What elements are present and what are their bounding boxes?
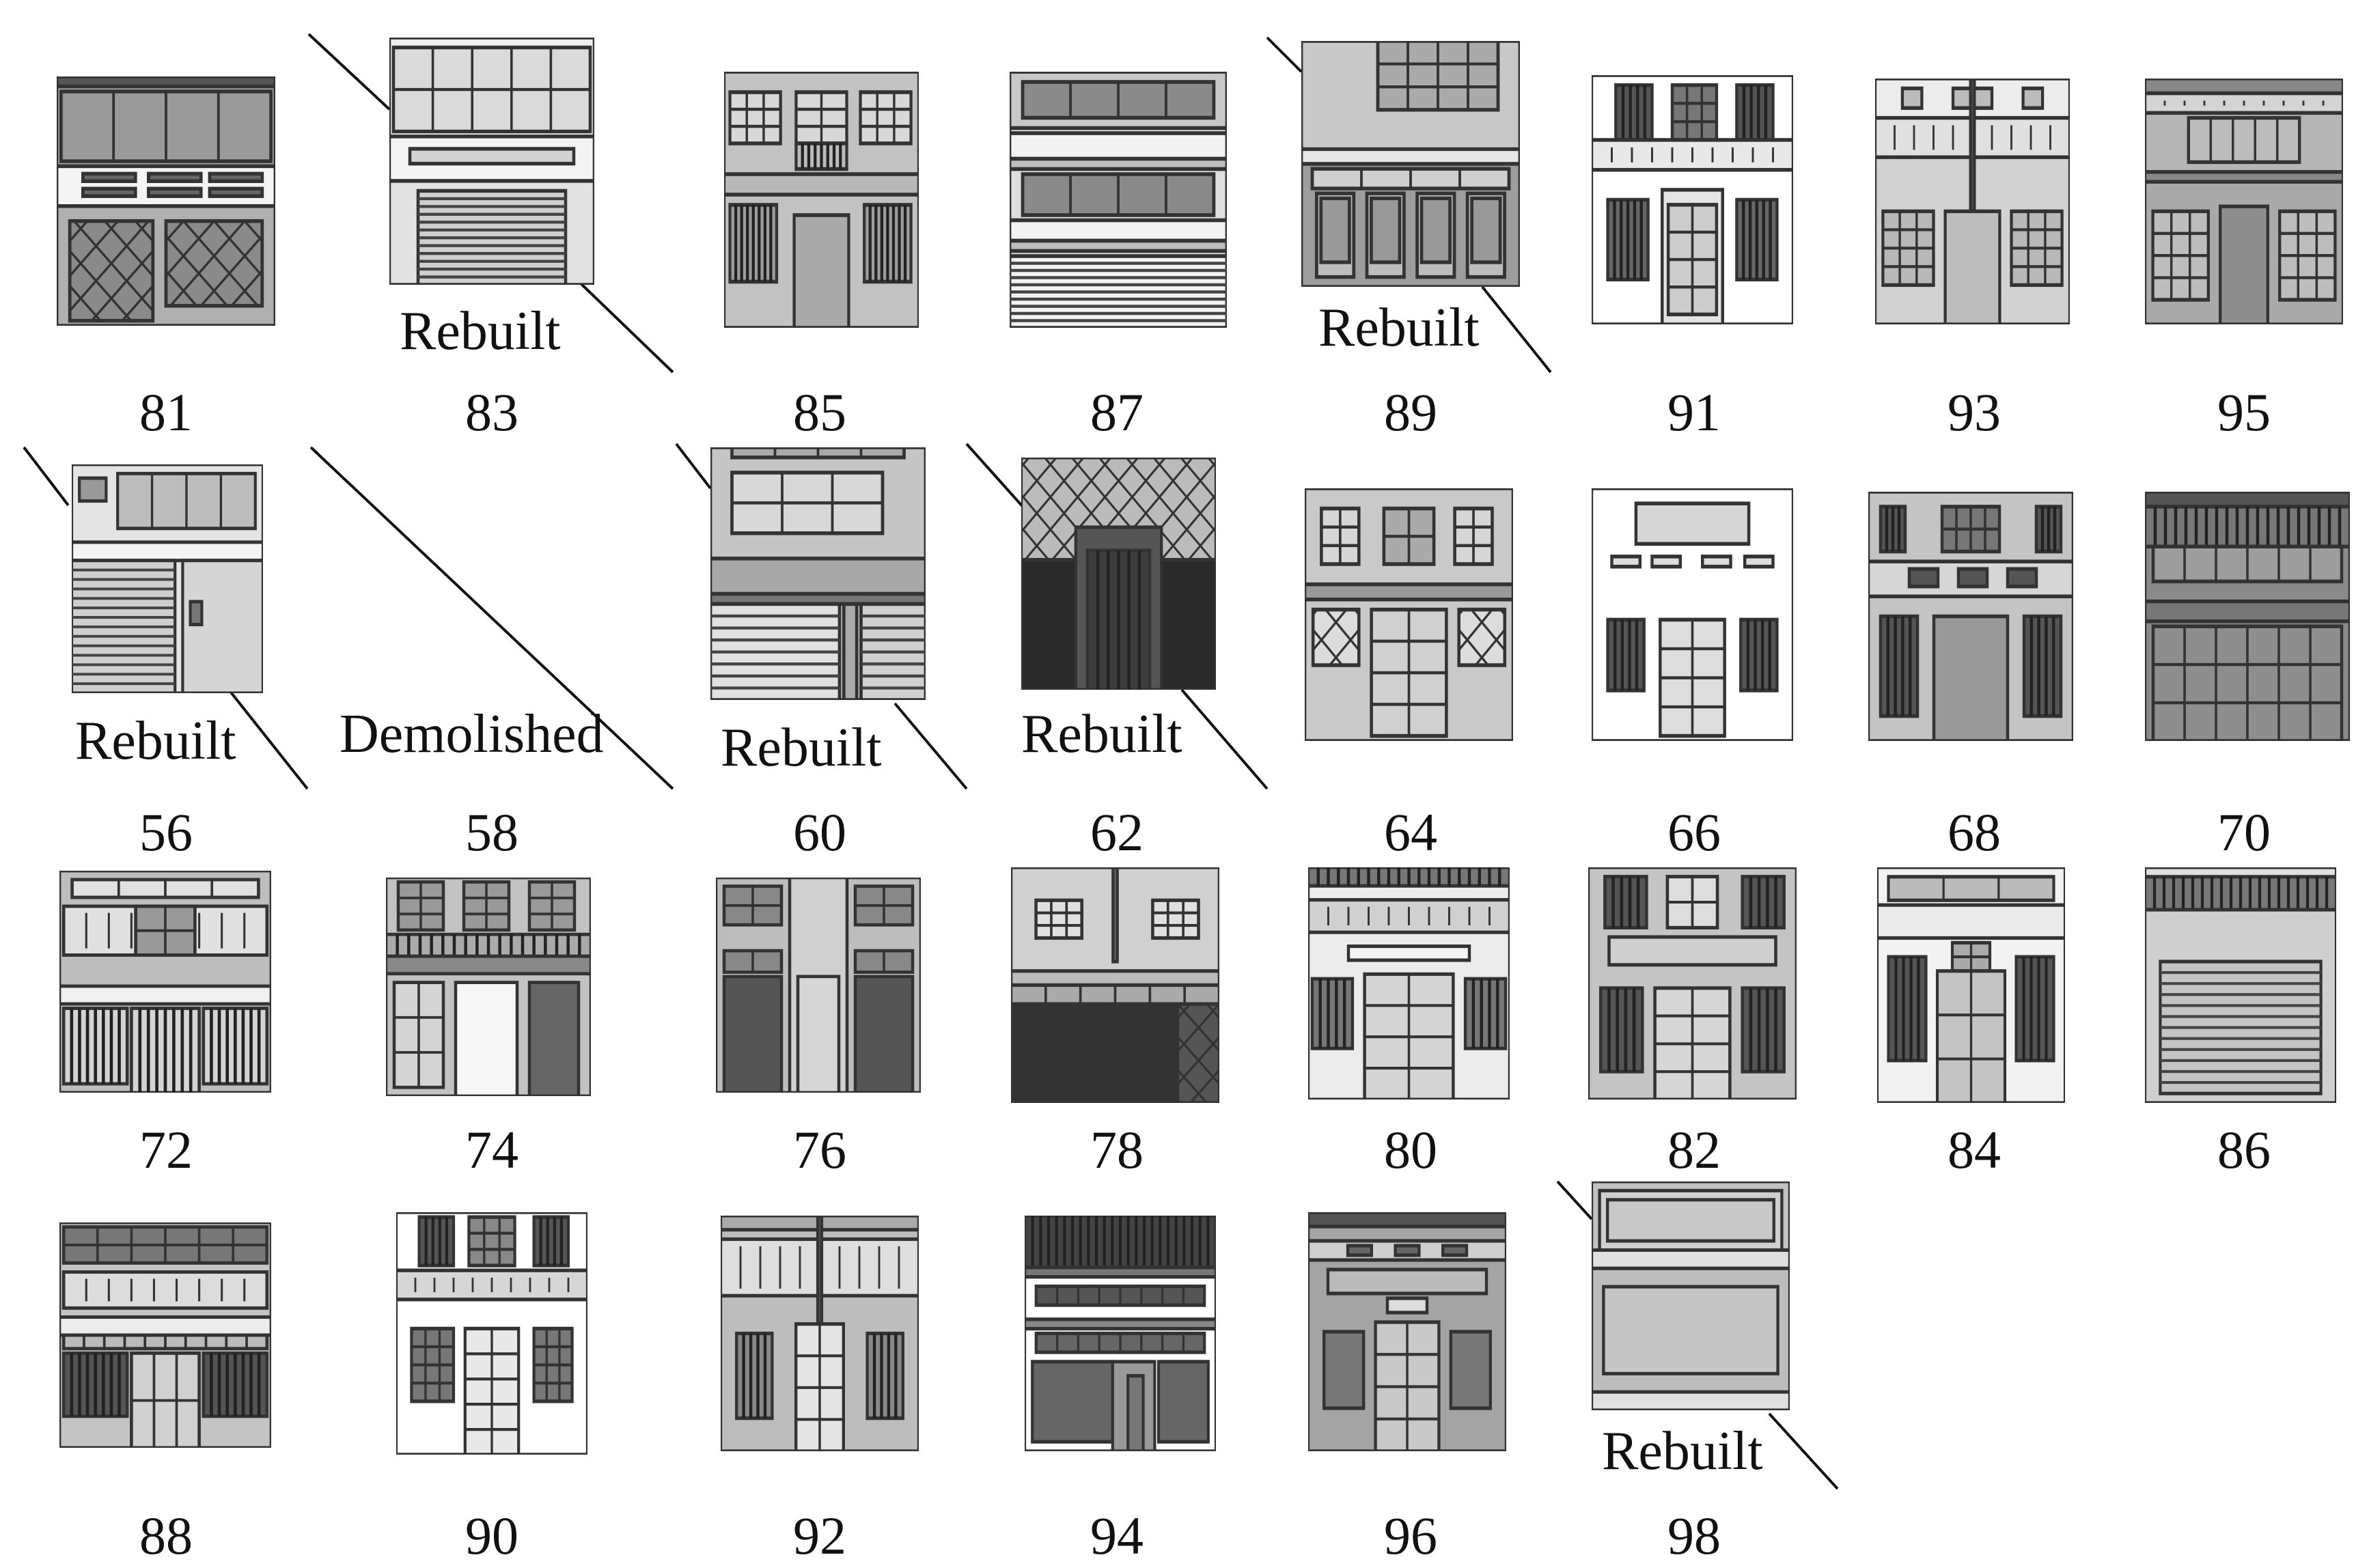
facade-drawing: [710, 447, 926, 700]
house-number-label: 66: [1667, 802, 1721, 862]
status-label: Rebuilt: [400, 301, 561, 361]
house-number-label: 94: [1090, 1506, 1144, 1565]
facade-drawing: [1875, 79, 2070, 324]
house-number-label: 60: [793, 802, 846, 862]
house-number-label: 68: [1948, 802, 2001, 862]
house-number-label: 56: [139, 802, 193, 862]
facade-drawing: [1010, 72, 1227, 328]
facade-drawing: [1021, 458, 1216, 690]
house-number-label: 96: [1384, 1506, 1437, 1565]
house-number-label: 93: [1948, 382, 2001, 442]
status-label: Demolished: [340, 704, 604, 764]
facade-drawing: [2145, 79, 2343, 324]
status-label: Rebuilt: [721, 718, 882, 778]
house-number-label: 91: [1667, 382, 1721, 442]
house-number-label: 74: [465, 1120, 518, 1179]
facade-drawing: [57, 76, 275, 326]
facade-drawing: [59, 871, 271, 1093]
facade-drawing: [1877, 867, 2065, 1103]
house-number-label: 78: [1090, 1120, 1144, 1179]
facade-drawing: [386, 878, 591, 1096]
facade-drawing: [724, 72, 919, 328]
house-number-label: 76: [793, 1120, 846, 1179]
house-number-label: 82: [1667, 1120, 1721, 1179]
house-number-label: 80: [1384, 1120, 1437, 1179]
facade-drawing: [1301, 41, 1520, 287]
house-number-label: 70: [2217, 802, 2271, 862]
status-label: Rebuilt: [1602, 1421, 1763, 1481]
house-number-label: 58: [465, 802, 518, 862]
facade-drawing: [2145, 492, 2350, 741]
status-label: Rebuilt: [75, 711, 236, 771]
facade-drawing: [1868, 492, 2073, 741]
house-number-label: 92: [793, 1506, 846, 1565]
facade-drawing: [389, 38, 594, 285]
facade-drawing: [1011, 867, 1219, 1103]
house-number-label: 64: [1384, 802, 1437, 862]
house-number-label: 89: [1384, 382, 1437, 442]
facade-drawing: [721, 1216, 919, 1451]
facade-drawing: [1025, 1216, 1216, 1451]
facade-drawing: [59, 1222, 271, 1448]
facade-drawing: [1305, 488, 1513, 741]
house-number-label: 86: [2217, 1120, 2271, 1179]
house-number-label: 95: [2217, 382, 2271, 442]
status-label: Rebuilt: [1318, 298, 1480, 358]
facade-drawing: [716, 878, 921, 1093]
house-number-label: 62: [1090, 802, 1144, 862]
facade-drawing: [396, 1212, 587, 1455]
status-label: Rebuilt: [1021, 704, 1182, 764]
house-number-label: 87: [1090, 382, 1144, 442]
house-number-label: 85: [793, 382, 846, 442]
house-number-label: 88: [139, 1506, 193, 1565]
facade-drawing: [1592, 1181, 1790, 1410]
house-number-label: 81: [139, 382, 193, 442]
house-number-label: 84: [1948, 1120, 2001, 1179]
house-number-label: 90: [465, 1506, 518, 1565]
facade-drawing: [1308, 1212, 1506, 1451]
house-number-label: 83: [465, 382, 518, 442]
facade-drawing: [72, 464, 263, 693]
facade-drawing: [1592, 75, 1793, 324]
facade-drawing: [2145, 867, 2336, 1103]
facade-drawing: [1588, 867, 1797, 1100]
house-number-label: 98: [1667, 1506, 1721, 1565]
house-number-label: 72: [139, 1120, 193, 1179]
facade-drawing: [1308, 867, 1510, 1100]
facade-drawing: [1592, 488, 1793, 741]
